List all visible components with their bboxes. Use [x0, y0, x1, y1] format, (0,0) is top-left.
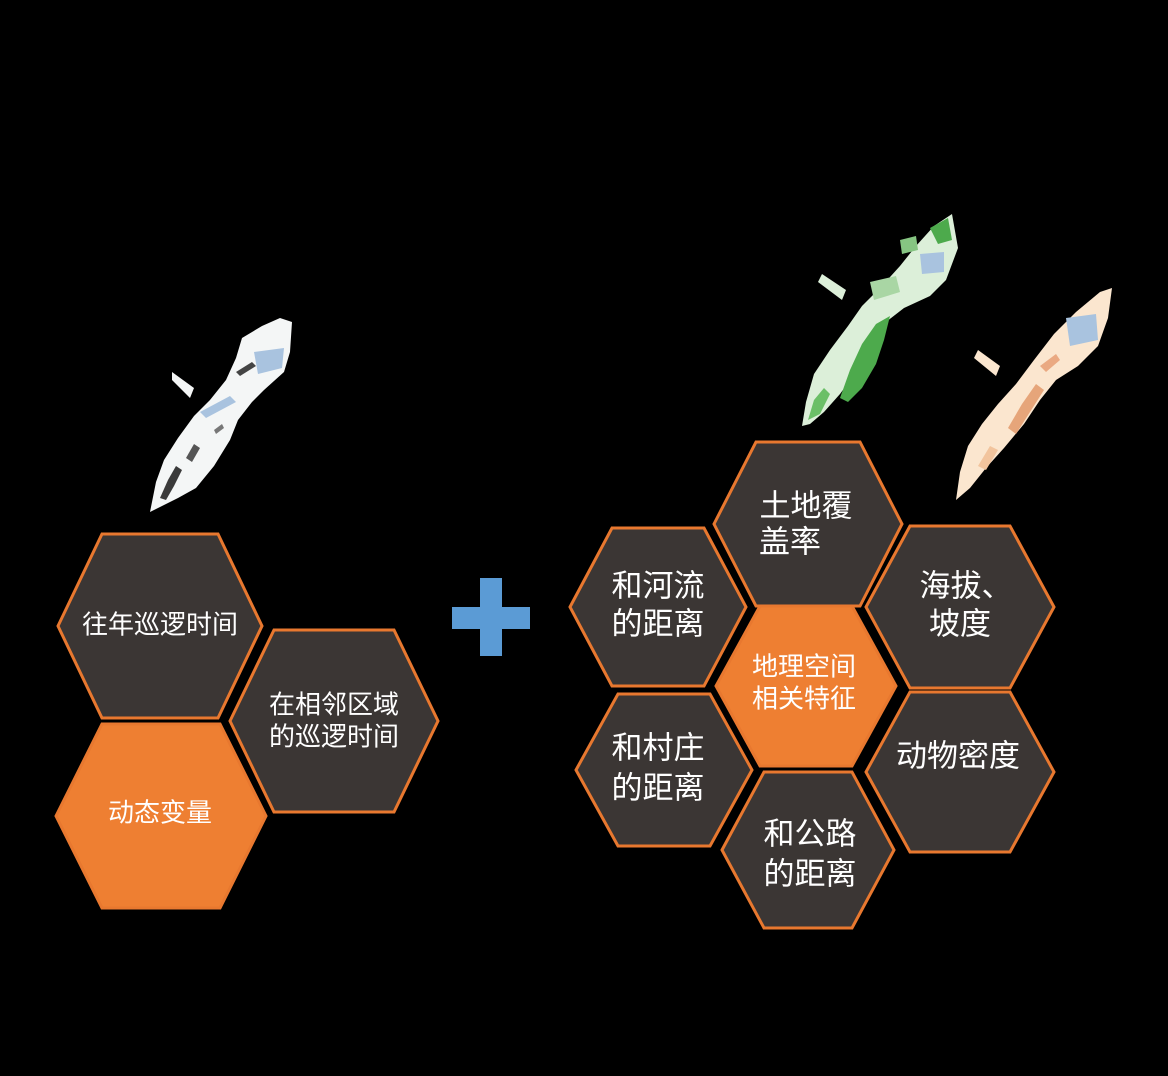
hex-dynamic-vars: 动态变量 [54, 722, 268, 910]
hex-dynamic-vars-label: 动态变量 [108, 799, 212, 829]
hex-animal-density-label: 动物密度 [896, 739, 1020, 775]
hex-neighbor-patrol-line-2: 的巡逻时间 [269, 723, 399, 753]
hex-river-distance: 和河流 的距离 [568, 526, 748, 688]
hex-road-distance-line-2: 的距离 [764, 857, 857, 893]
hex-past-patrol: 往年巡逻时间 [56, 532, 264, 720]
map-landcover-icon [802, 214, 958, 426]
hex-geo-features-line-2: 相关特征 [752, 685, 856, 715]
hex-elevation-slope: 海拔、 坡度 [864, 524, 1056, 690]
hex-river-distance-line-1: 和河流 [612, 569, 705, 605]
hex-land-cover-line-2: 盖率 [759, 525, 821, 561]
hex-past-patrol-label: 往年巡逻时间 [82, 611, 238, 641]
plus-icon [452, 578, 530, 656]
hex-road-distance: 和公路 的距离 [720, 770, 896, 930]
hex-geo-features-line-1: 地理空间 [752, 653, 856, 683]
hex-neighbor-patrol: 在相邻区域 的巡逻时间 [228, 628, 440, 814]
hex-elevation-slope-line-1: 海拔、 [920, 569, 1013, 605]
map-elevation-icon [956, 288, 1112, 500]
map-patrol-icon [150, 318, 292, 512]
hex-land-cover: 土地覆 盖率 [712, 440, 904, 608]
hex-road-distance-line-1: 和公路 [764, 817, 857, 853]
hex-geo-features: 地理空间 相关特征 [714, 604, 898, 768]
hex-animal-density: 动物密度 [864, 690, 1056, 854]
hex-land-cover-line-1: 土地覆 [760, 489, 853, 525]
hex-neighbor-patrol-line-1: 在相邻区域 [269, 691, 399, 721]
hex-elevation-slope-line-2: 坡度 [929, 607, 991, 643]
hex-village-distance-line-1: 和村庄 [612, 731, 705, 767]
hex-village-distance-line-2: 的距离 [612, 771, 705, 807]
hex-village-distance: 和村庄 的距离 [574, 692, 754, 848]
hex-river-distance-line-2: 的距离 [612, 607, 705, 643]
